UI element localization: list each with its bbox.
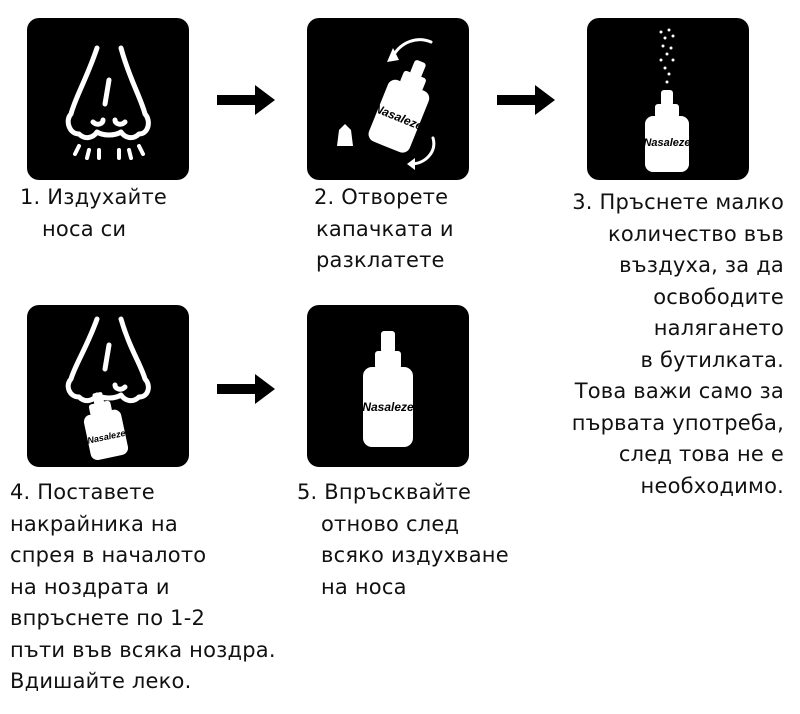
open-bottle-icon: Nasaleze [337,38,436,170]
step-4-caption: 4. Поставете накрайника на спрея в начал… [10,480,276,693]
step-1-tile [27,18,189,180]
step-2-caption: 2. Отворете капачката и разклатете [314,185,454,272]
step-2-tile: Nasaleze [307,18,469,180]
step-4-tile: Nasaleze [27,305,189,467]
spray-bottle-icon: Nasaleze [643,28,691,172]
step-5-tile: Nasaleze [307,305,469,467]
arrow-right-icon [217,374,275,404]
step-3-caption: 3. Пръснете малко количество във въздуха… [571,190,784,498]
brand-label: Nasaleze [643,137,690,149]
bottle-icon: Nasaleze [362,331,414,447]
step-3-tile: Nasaleze [587,18,749,180]
arrow-right-icon [497,85,555,115]
nose-icon [65,45,151,160]
arrow-right-icon [217,85,275,115]
brand-label: Nasaleze [362,400,414,414]
nose-spray-icon: Nasaleze [65,316,151,460]
step-5-caption: 5. Впръсквайте отново след всяко издухва… [297,480,509,599]
step-1-caption: 1. Издухайте носа си [20,185,168,241]
